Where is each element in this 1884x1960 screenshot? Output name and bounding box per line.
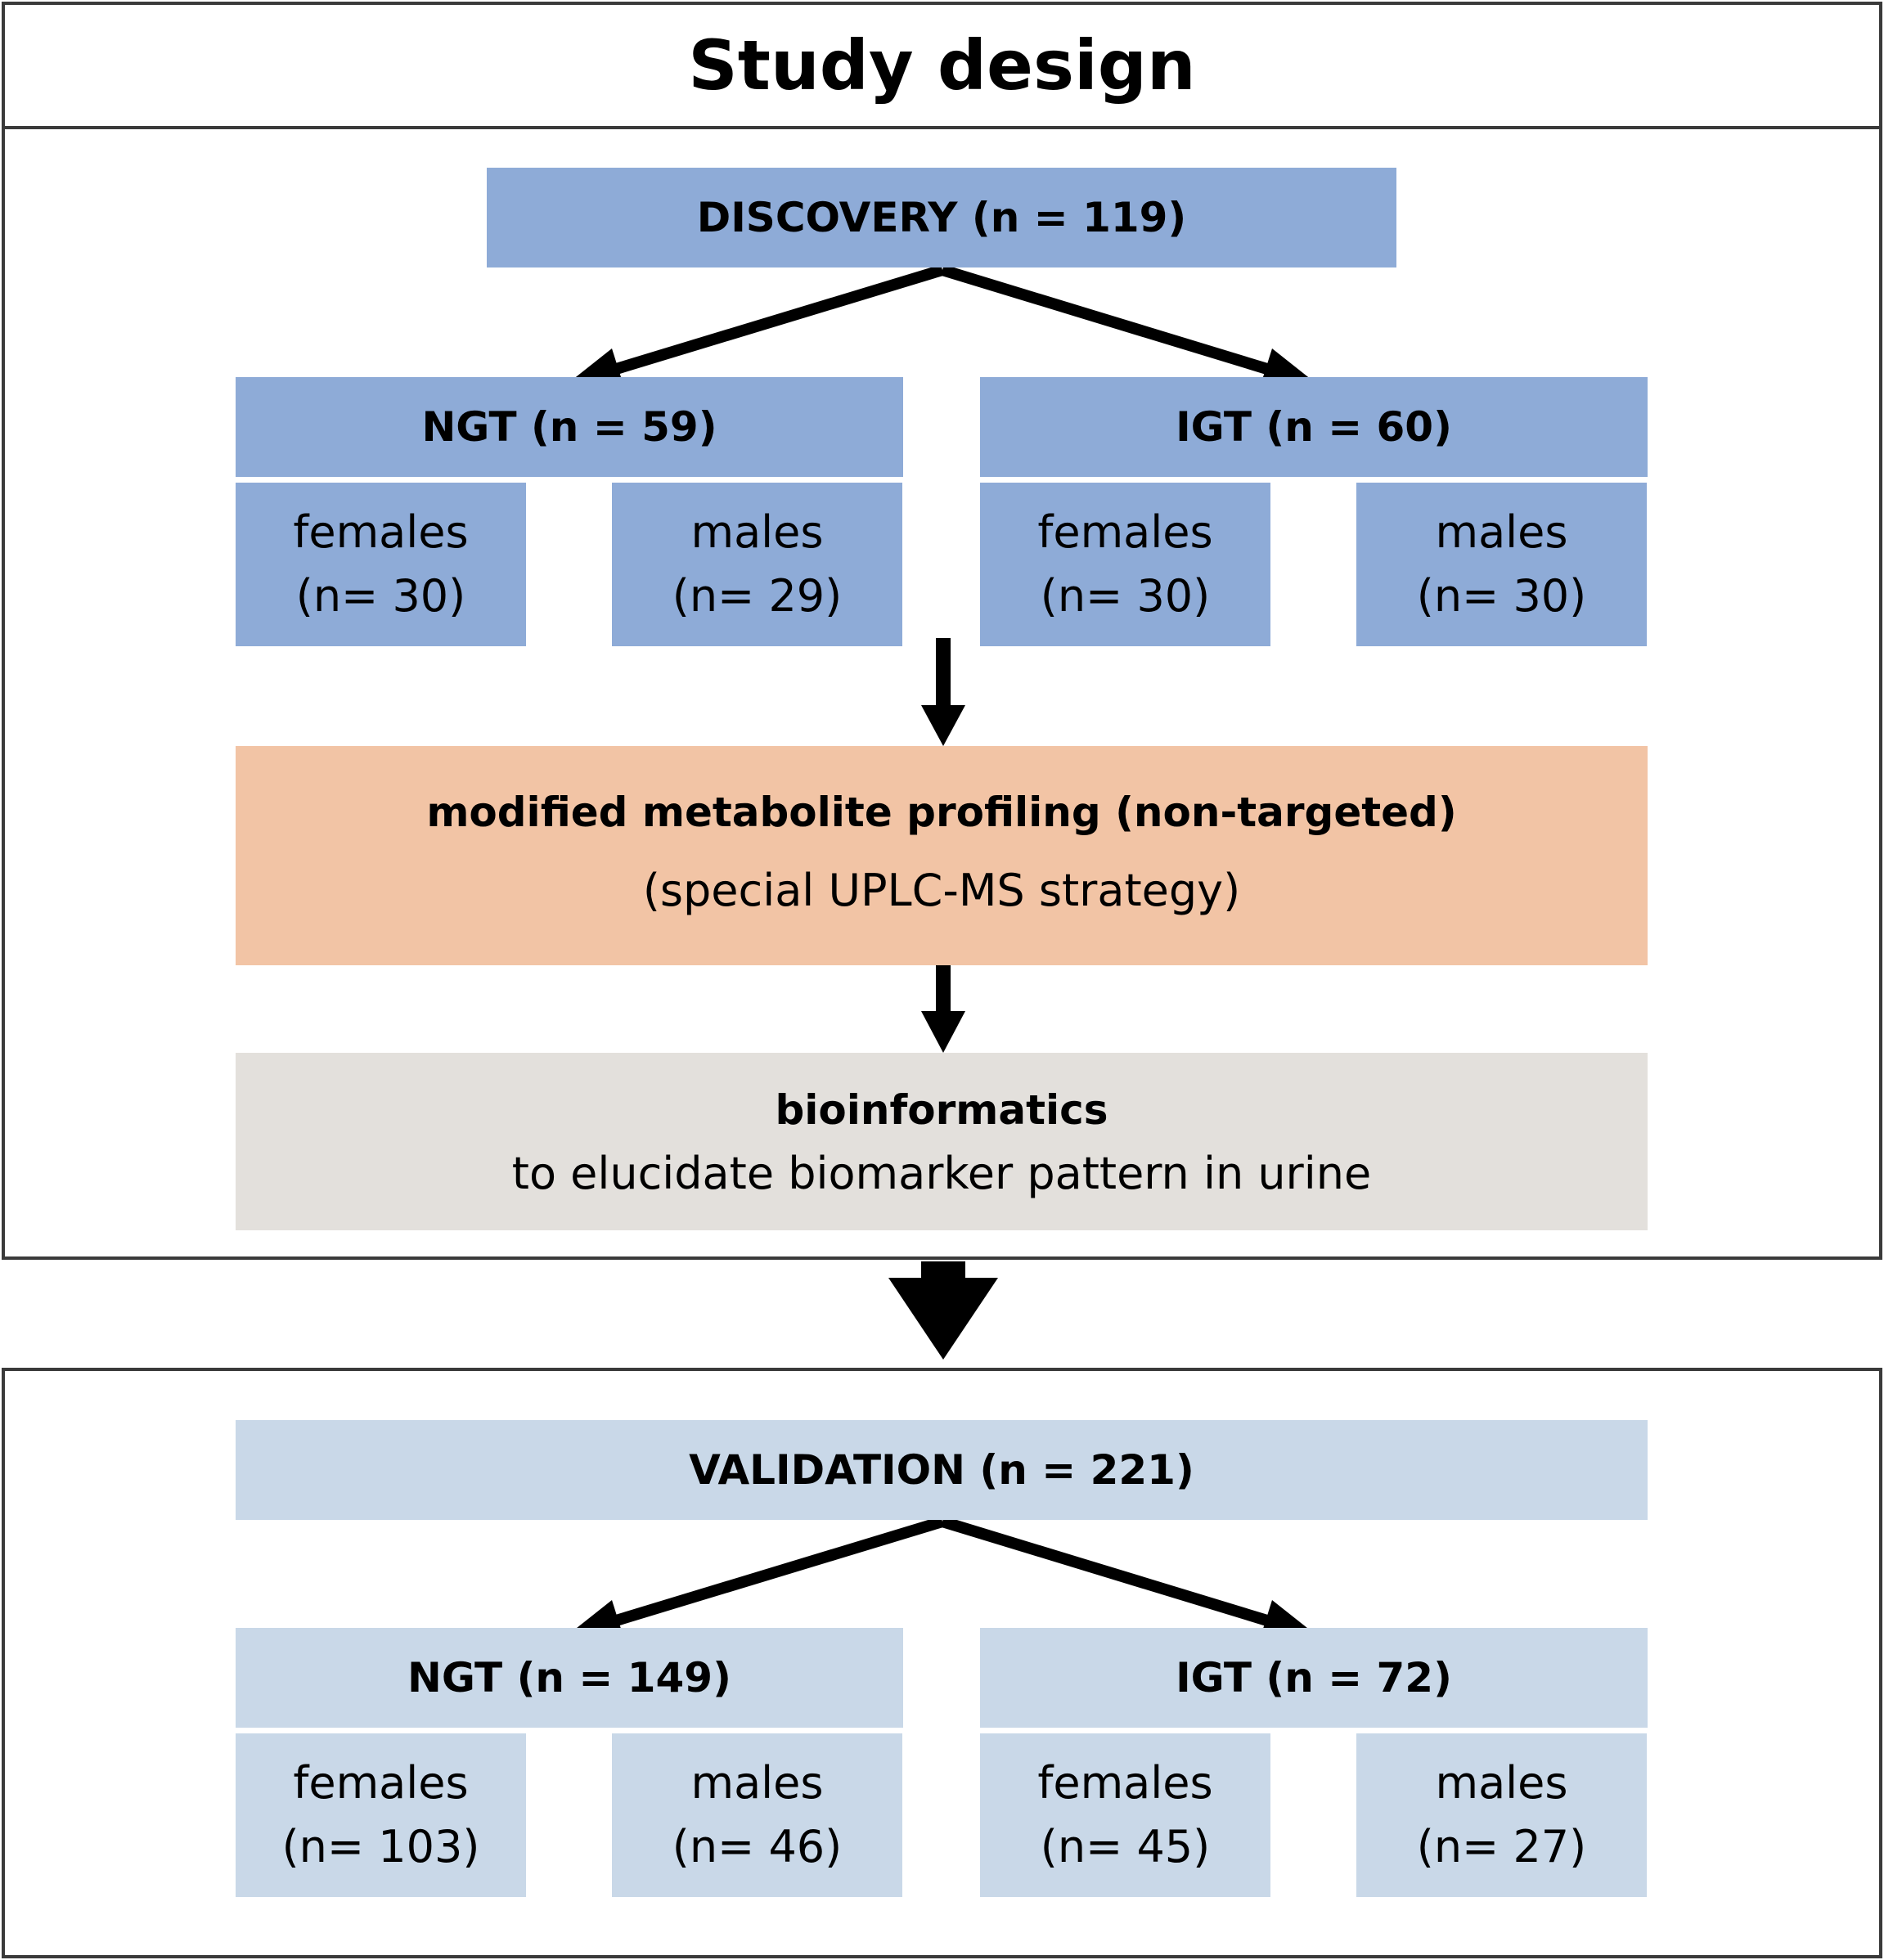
validation-ngt-females-box: females (n= 103) xyxy=(236,1733,526,1897)
discovery-igt-females-box: females (n= 30) xyxy=(980,483,1270,646)
discovery-ngt-females-box: females (n= 30) xyxy=(236,483,526,646)
bioinformatics-subtitle: to elucidate biomarker pattern in urine xyxy=(511,1147,1372,1199)
validation-ngt-males-box: males (n= 46) xyxy=(612,1733,902,1897)
discovery-ngt-females-count: (n= 30) xyxy=(295,570,466,622)
discovery-igt-males-label: males xyxy=(1435,506,1568,558)
validation-igt-label: IGT (n = 72) xyxy=(1176,1654,1452,1702)
discovery-igt-females-count: (n= 30) xyxy=(1040,570,1211,622)
discovery-frame xyxy=(2,126,1882,1260)
discovery-split-arrows xyxy=(569,264,1315,393)
arrow-to-ngt-discovery xyxy=(603,264,945,378)
validation-ngt-females-label: females xyxy=(293,1757,469,1809)
discovery-ngt-box: NGT (n = 59) xyxy=(236,377,903,477)
bioinformatics-box: bioinformatics to elucidate biomarker pa… xyxy=(236,1053,1648,1230)
arrow-to-igt-discovery xyxy=(940,264,1280,378)
validation-split-arrows xyxy=(569,1516,1315,1644)
discovery-igt-label: IGT (n = 60) xyxy=(1176,403,1452,451)
discovery-igt-males-box: males (n= 30) xyxy=(1356,483,1647,646)
profiling-subtitle: (special UPLC-MS strategy) xyxy=(642,865,1241,916)
validation-header-box: VALIDATION (n = 221) xyxy=(236,1420,1648,1520)
discovery-header-box: DISCOVERY (n = 119) xyxy=(487,168,1396,267)
profiling-title: modified metabolite profiling (non-targe… xyxy=(426,789,1457,836)
bioinformatics-title: bioinformatics xyxy=(775,1086,1108,1134)
validation-igt-box: IGT (n = 72) xyxy=(980,1628,1648,1728)
validation-ngt-box: NGT (n = 149) xyxy=(236,1628,903,1728)
validation-igt-females-label: females xyxy=(1037,1757,1213,1809)
validation-frame xyxy=(2,1368,1882,1958)
discovery-ngt-females-label: females xyxy=(293,506,469,558)
validation-igt-males-label: males xyxy=(1435,1757,1568,1809)
validation-igt-females-box: females (n= 45) xyxy=(980,1733,1270,1897)
validation-ngt-label: NGT (n = 149) xyxy=(407,1654,731,1702)
discovery-ngt-males-box: males (n= 29) xyxy=(612,483,902,646)
arrow-to-profiling xyxy=(921,638,965,746)
arrow-to-ngt-validation xyxy=(603,1516,945,1630)
discovery-igt-box: IGT (n = 60) xyxy=(980,377,1648,477)
discovery-igt-females-label: females xyxy=(1037,506,1213,558)
validation-ngt-males-label: males xyxy=(690,1757,824,1809)
arrow-to-bioinformatics xyxy=(921,965,965,1053)
validation-ngt-females-count: (n= 103) xyxy=(281,1821,480,1872)
arrow-to-igt-validation xyxy=(940,1516,1280,1630)
diagram-title: Study design xyxy=(688,25,1196,106)
validation-igt-males-count: (n= 27) xyxy=(1416,1821,1587,1872)
discovery-ngt-males-count: (n= 29) xyxy=(672,570,843,622)
profiling-box: modified metabolite profiling (non-targe… xyxy=(236,746,1648,965)
arrow-to-validation xyxy=(888,1261,998,1360)
discovery-header: DISCOVERY (n = 119) xyxy=(696,194,1187,241)
validation-igt-females-count: (n= 45) xyxy=(1040,1821,1211,1872)
discovery-igt-males-count: (n= 30) xyxy=(1416,570,1587,622)
validation-igt-males-box: males (n= 27) xyxy=(1356,1733,1647,1897)
discovery-ngt-males-label: males xyxy=(690,506,824,558)
discovery-ngt-label: NGT (n = 59) xyxy=(421,403,717,451)
validation-ngt-males-count: (n= 46) xyxy=(672,1821,843,1872)
validation-header: VALIDATION (n = 221) xyxy=(689,1446,1194,1494)
